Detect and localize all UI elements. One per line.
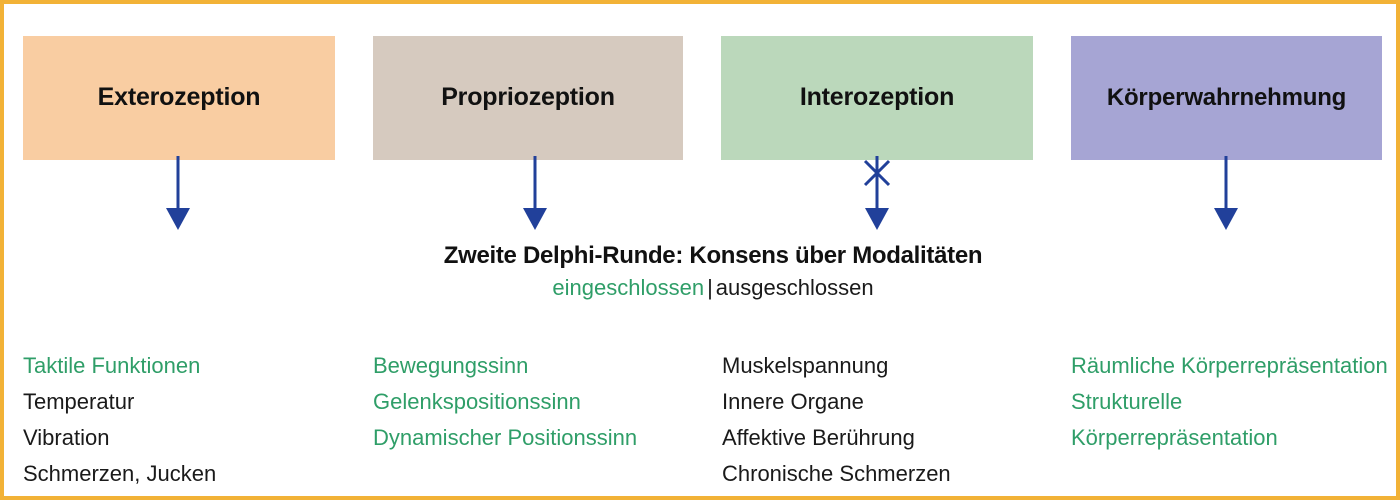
item-column-propriozeption: Bewegungssinn Gelenkspositionssinn Dynam… xyxy=(373,348,703,456)
list-item: Temperatur xyxy=(23,389,135,414)
item-column-exterozeption: Taktile Funktionen Temperatur Vibration … xyxy=(23,348,353,492)
list-item: Bewegungssinn xyxy=(373,353,529,378)
consensus-legend: eingeschlossen|ausgeschlossen xyxy=(4,274,1396,301)
modality-box-label: Propriozeption xyxy=(441,83,615,112)
arrow-down-crossed-icon-interozeption xyxy=(863,156,891,230)
list-item: Muskelspannung xyxy=(722,353,889,378)
list-item: Vibration xyxy=(23,425,110,450)
modality-box-label: Exterozeption xyxy=(97,83,261,112)
list-item: Chronische Schmerzen xyxy=(722,461,951,486)
modality-box-koerperwahrnehmung[interactable]: Körperwahrnehmung xyxy=(1071,36,1382,160)
modality-box-exterozeption[interactable]: Exterozeption xyxy=(23,36,335,160)
list-item: Gelenkspositionssinn xyxy=(373,389,581,414)
diagram-canvas: Exterozeption Propriozeption Interozepti… xyxy=(4,4,1396,496)
list-item: Taktile Funktionen xyxy=(23,353,201,378)
modality-box-label: Interozeption xyxy=(799,83,955,112)
list-item: Innere Organe xyxy=(722,389,864,414)
list-item: Strukturelle Körperrepräsentation xyxy=(1071,389,1278,450)
list-item: Dynamischer Positionssinn xyxy=(373,425,638,450)
legend-included-label: eingeschlossen xyxy=(552,274,705,300)
arrow-down-icon-propriozeption xyxy=(523,156,547,230)
legend-separator: | xyxy=(707,274,713,300)
consensus-title: Zweite Delphi-Runde: Konsens über Modali… xyxy=(443,242,983,269)
list-item: Räumliche Körperrepräsentation xyxy=(1071,353,1388,378)
list-item: Schmerzen, Jucken xyxy=(23,461,217,486)
arrow-down-icon-exterozeption xyxy=(166,156,190,230)
consensus-block: Zweite Delphi-Runde: Konsens über Modali… xyxy=(4,242,1396,301)
modality-box-propriozeption[interactable]: Propriozeption xyxy=(373,36,683,160)
item-column-koerperwahrnehmung: Räumliche Körperrepräsentation Strukture… xyxy=(1071,348,1391,456)
modality-box-label: Körperwahrnehmung xyxy=(1106,83,1347,111)
list-item: Affektive Berührung xyxy=(722,425,915,450)
arrow-down-icon-koerperwahrnehmung xyxy=(1214,156,1238,230)
item-column-interozeption: Muskelspannung Innere Organe Affektive B… xyxy=(722,348,1052,492)
legend-excluded-label: ausgeschlossen xyxy=(715,274,874,300)
modality-box-interozeption[interactable]: Interozeption xyxy=(721,36,1033,160)
